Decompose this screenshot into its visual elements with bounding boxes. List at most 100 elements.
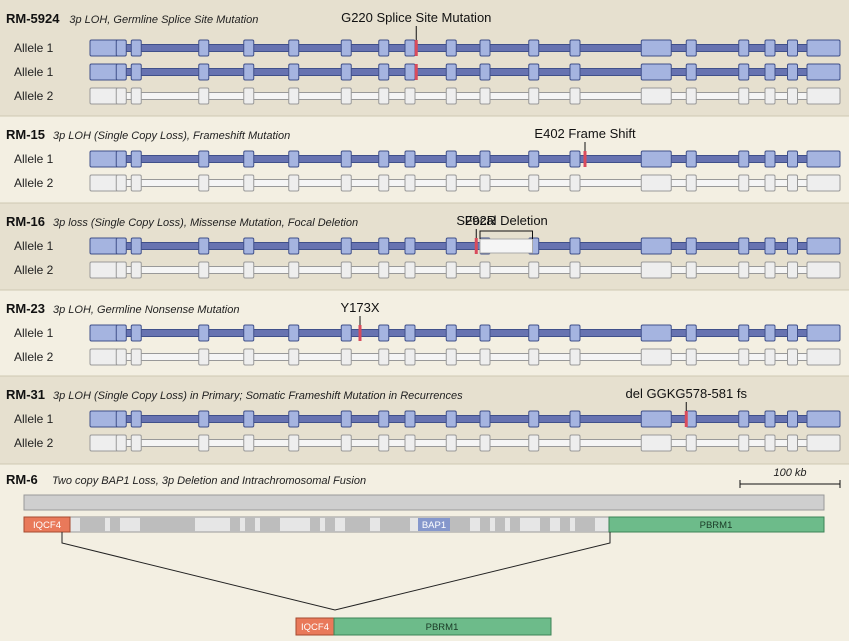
mutation-label: Y173X	[340, 300, 379, 315]
exon	[115, 150, 127, 168]
exon	[198, 174, 210, 192]
exon	[806, 410, 841, 428]
exon	[479, 39, 491, 57]
exon	[378, 261, 390, 279]
exon	[528, 39, 540, 57]
exon	[115, 348, 127, 366]
panel-label: RM-15	[6, 127, 45, 142]
exon	[198, 150, 210, 168]
exon	[787, 39, 798, 57]
exon	[569, 237, 581, 255]
panel-label: RM-6	[6, 472, 38, 487]
mutation-mark	[414, 64, 418, 80]
exon	[340, 324, 352, 342]
exon	[89, 237, 121, 255]
exon	[89, 348, 121, 366]
exon	[243, 39, 255, 57]
chromosome-segment	[560, 517, 570, 532]
exon	[243, 410, 255, 428]
exon	[198, 410, 210, 428]
allele-label: Allele 2	[14, 263, 54, 277]
exon	[130, 410, 142, 428]
exon	[404, 87, 416, 105]
chromosome-segment	[260, 517, 280, 532]
exon	[378, 150, 390, 168]
exon	[569, 150, 581, 168]
exon	[569, 39, 581, 57]
mutation-label: del GGKG578-581 fs	[626, 386, 748, 401]
chromosome-segment	[450, 517, 470, 532]
exon	[130, 174, 142, 192]
exon	[130, 150, 142, 168]
panel-label: RM-23	[6, 301, 45, 316]
exon	[445, 87, 457, 105]
exon	[198, 261, 210, 279]
exon	[528, 434, 540, 452]
exon	[445, 63, 457, 81]
chromosome-segment	[540, 517, 550, 532]
exon	[787, 261, 798, 279]
exon	[569, 348, 581, 366]
exon	[288, 150, 300, 168]
exon	[243, 348, 255, 366]
exon	[288, 324, 300, 342]
exon	[569, 410, 581, 428]
exon	[764, 150, 776, 168]
exon	[738, 39, 750, 57]
exon	[685, 39, 697, 57]
exon	[404, 39, 416, 57]
exon	[115, 174, 127, 192]
exon	[640, 150, 672, 168]
iqcf4-gene	[23, 516, 71, 533]
exon	[340, 434, 352, 452]
chromosome-segment	[480, 517, 490, 532]
panel-label: RM-16	[6, 214, 45, 229]
exon	[243, 87, 255, 105]
allele-label: Allele 1	[14, 65, 54, 79]
exon	[115, 434, 127, 452]
mutation-label: E402 Frame Shift	[534, 126, 636, 141]
exon	[130, 434, 142, 452]
exon	[479, 410, 491, 428]
exon	[404, 174, 416, 192]
exon	[806, 324, 841, 342]
exon	[685, 434, 697, 452]
exon	[528, 63, 540, 81]
exon	[340, 237, 352, 255]
exon	[130, 87, 142, 105]
exon	[528, 324, 540, 342]
exon	[445, 348, 457, 366]
chromosome-segment	[575, 517, 595, 532]
exon	[288, 87, 300, 105]
chromosome-segment	[495, 517, 505, 532]
exon	[764, 87, 776, 105]
exon	[445, 434, 457, 452]
exon	[378, 348, 390, 366]
exon	[89, 261, 121, 279]
chromosome-segment	[80, 517, 105, 532]
exon	[340, 174, 352, 192]
exon	[243, 63, 255, 81]
exon	[288, 261, 300, 279]
chromosome-segment	[230, 517, 240, 532]
exon	[640, 63, 672, 81]
exon	[640, 324, 672, 342]
panel-subtitle: 3p loss (Single Copy Loss), Missense Mut…	[53, 217, 358, 229]
exon	[685, 237, 697, 255]
exon	[738, 410, 750, 428]
bap1-label: BAP1	[422, 520, 446, 531]
iqcf4-label: IQCF4	[33, 520, 61, 531]
allele-label: Allele 1	[14, 326, 54, 340]
exon	[569, 261, 581, 279]
exon	[738, 324, 750, 342]
allele-label: Allele 1	[14, 239, 54, 253]
panel-subtitle: Two copy BAP1 Loss, 3p Deletion and Intr…	[52, 475, 366, 487]
exon	[479, 174, 491, 192]
exon	[404, 410, 416, 428]
exon	[198, 348, 210, 366]
exon	[340, 150, 352, 168]
exon	[340, 63, 352, 81]
scale-bar-label: 100 kb	[773, 467, 806, 479]
exon	[787, 150, 798, 168]
